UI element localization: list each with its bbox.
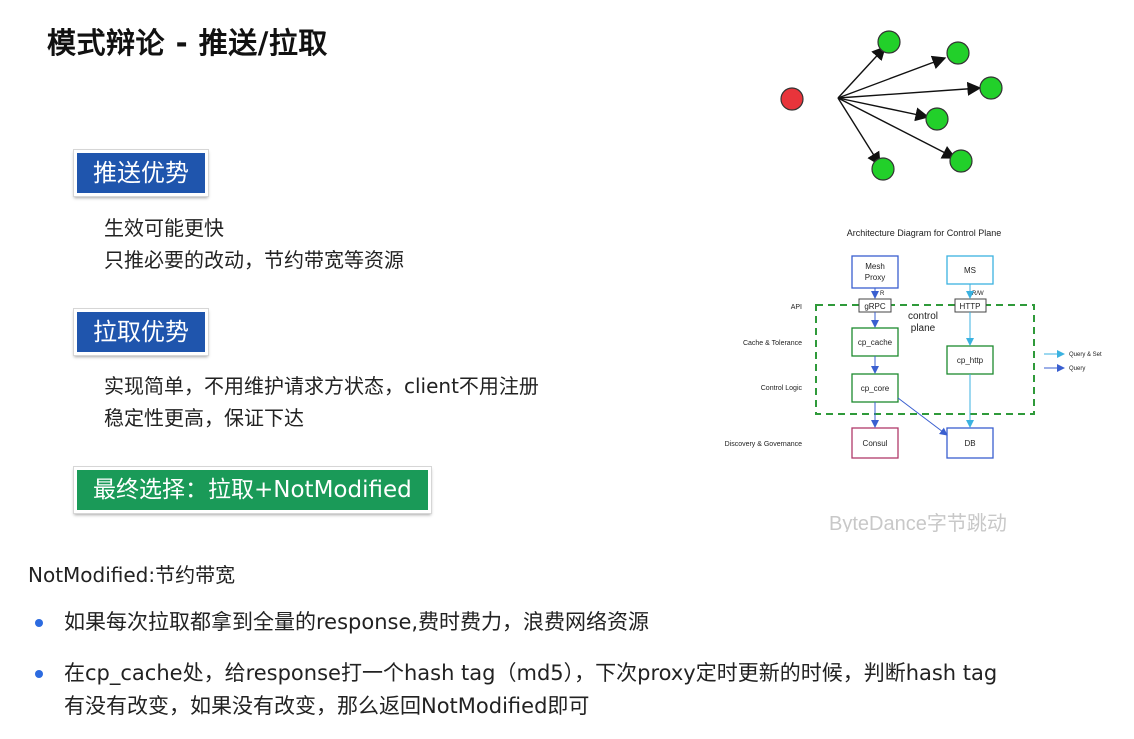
row-label-api: API xyxy=(791,304,802,311)
http-label: HTTP xyxy=(960,302,981,311)
pull-advantage-badge: 拉取优势 xyxy=(73,308,209,356)
consul-label: Consul xyxy=(863,439,888,448)
mesh-proxy-label: Mesh xyxy=(865,262,885,271)
control-plane-label-2: plane xyxy=(911,323,936,334)
diagram-title: Architecture Diagram for Control Plane xyxy=(847,228,1002,238)
bullet-item-1: 如果每次拉取都拿到全量的response,费时费力，浪费网络资源 xyxy=(35,606,649,639)
db-box xyxy=(946,427,994,459)
star-center-node xyxy=(780,87,804,111)
cp-cache-box xyxy=(851,327,899,357)
pull-line-2: 稳定性更高，保证下达 xyxy=(104,406,304,430)
mesh-proxy-box xyxy=(851,255,899,289)
consul-box xyxy=(851,427,899,459)
control-plane-label-1: control xyxy=(908,311,938,322)
notmodified-note: NotModified:节约带宽 xyxy=(28,563,236,587)
push-advantage-text: 生效可能更快 只推必要的改动，节约带宽等资源 xyxy=(104,212,404,276)
star-leaf-node xyxy=(946,41,970,65)
star-leaf-node xyxy=(871,157,895,181)
control-plane-region xyxy=(815,304,1035,415)
row-label-control: Control Logic xyxy=(761,385,803,392)
bullet-item-2: 在cp_cache处，给response打一个hash tag（md5），下次p… xyxy=(35,657,1124,723)
cp-http-box xyxy=(946,345,994,375)
pull-advantage-text: 实现简单，不用维护请求方状态，client不用注册 稳定性更高，保证下达 xyxy=(104,370,539,434)
push-line-2: 只推必要的改动，节约带宽等资源 xyxy=(104,248,404,272)
star-leaf-node xyxy=(949,149,973,173)
mesh-proxy-label-2: Proxy xyxy=(865,273,885,282)
cp-http-label: cp_http xyxy=(957,356,984,365)
pull-line-1: 实现简单，不用维护请求方状态，client不用注册 xyxy=(104,374,539,398)
star-leaf-node xyxy=(925,107,949,131)
ms-box xyxy=(946,255,994,285)
cp-cache-label: cp_cache xyxy=(858,338,893,347)
edge-label-r: R xyxy=(880,291,885,297)
bullet-dot-icon xyxy=(35,619,43,627)
legend-query: Query xyxy=(1069,366,1085,372)
bullet-dot-icon xyxy=(35,670,43,678)
cp-core-box xyxy=(851,373,899,403)
push-star-diagram xyxy=(780,30,1003,181)
star-leaf-node xyxy=(979,76,1003,100)
push-line-1: 生效可能更快 xyxy=(104,216,224,240)
cp-core-label: cp_core xyxy=(861,384,890,393)
star-leaf-node xyxy=(877,30,901,54)
ms-label: MS xyxy=(964,266,976,275)
push-advantage-badge: 推送优势 xyxy=(73,149,209,197)
architecture-diagram: Architecture Diagram for Control Plane A… xyxy=(725,228,1102,532)
edge-label-rw: R/W xyxy=(972,291,984,297)
grpc-label: gRPC xyxy=(864,302,886,311)
page-title: 模式辩论 - 推送/拉取 xyxy=(47,26,328,60)
db-label: DB xyxy=(964,439,975,448)
final-choice-badge: 最终选择：拉取+NotModified xyxy=(73,466,432,514)
legend-query-set: Query & Set xyxy=(1069,352,1102,358)
row-label-cache: Cache & Tolerance xyxy=(743,340,802,347)
row-label-discovery: Discovery & Governance xyxy=(725,441,803,448)
bytedance-watermark: ByteDance字节跳动 xyxy=(829,512,1007,532)
